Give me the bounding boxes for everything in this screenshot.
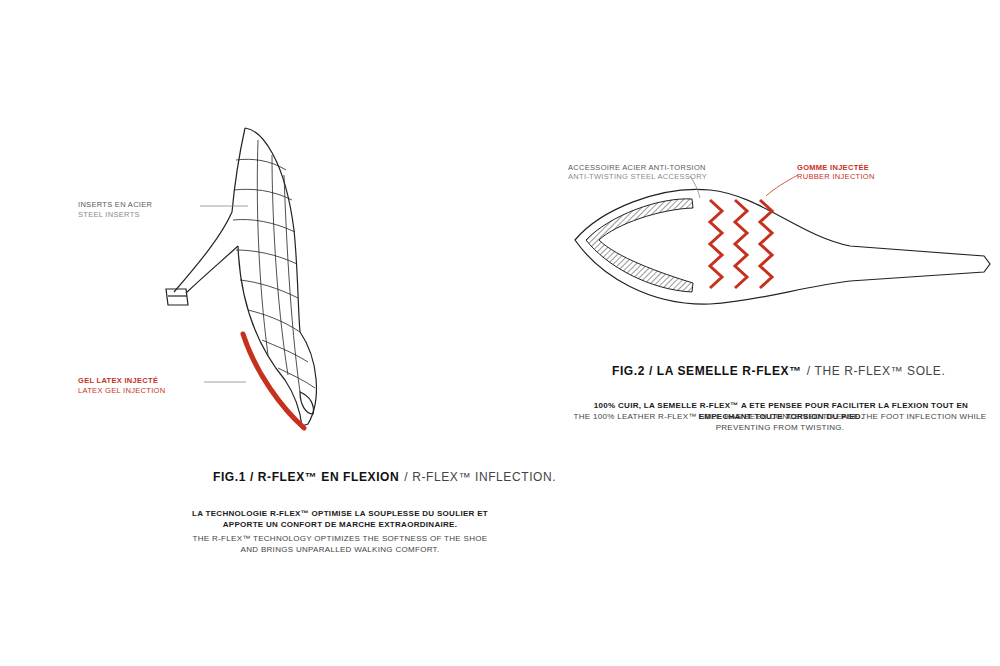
rubber-zigzag: [710, 200, 722, 288]
description: LA TECHNOLOGIE R-FLEX™ OPTIMISE LA SOUPL…: [178, 508, 502, 530]
part-label: GEL LATEX INJECTÉ: [78, 376, 158, 385]
rubber-zigzag: [760, 200, 772, 288]
part-label: ACCESSOIRE ACIER ANTI-TORSION: [568, 163, 706, 172]
figure-caption: / R-FLEX™ INFLECTION.: [404, 470, 556, 484]
shoe-side-view: [166, 128, 316, 428]
description: THE 100% LEATHER R-FLEX™ SOLE HAS BEEN C…: [566, 411, 994, 433]
part-label: GOMME INJECTÉE: [797, 163, 869, 172]
figure-caption: / THE R-FLEX™ SOLE.: [807, 364, 946, 378]
figure-caption: FIG.2 / LA SEMELLE R-FLEX™: [612, 364, 802, 378]
part-label: RUBBER INJECTION: [797, 172, 875, 181]
description: THE R-FLEX™ TECHNOLOGY OPTIMIZES THE SOF…: [183, 533, 497, 555]
part-label: INSERTS EN ACIER: [78, 200, 152, 209]
part-label: LATEX GEL INJECTION: [78, 386, 165, 395]
figure-caption: FIG.1 / R-FLEX™ EN FLEXION: [213, 470, 399, 484]
part-label: STEEL INSERTS: [78, 210, 140, 219]
rubber-zigzag: [735, 200, 747, 288]
sole-top-view: [575, 189, 990, 304]
leader-lines: [200, 175, 798, 382]
part-label: ANTI-TWISTING STEEL ACCESSORY: [568, 172, 707, 181]
